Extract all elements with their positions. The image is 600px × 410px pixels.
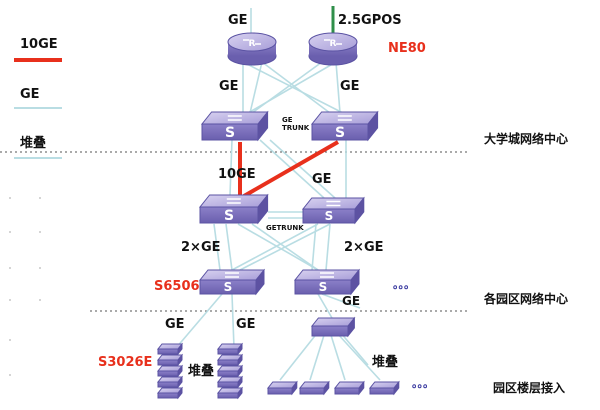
label-s3026e: S3026E bbox=[98, 355, 152, 370]
ellipsis-mid: 。。。 bbox=[393, 278, 415, 291]
legend-ge-label: GE bbox=[20, 87, 40, 102]
floor-switch-3 bbox=[333, 380, 365, 396]
access-stack-right-unit-2 bbox=[216, 353, 244, 367]
router-ne80-left-glyph: R bbox=[249, 39, 256, 49]
label-agg-ge: GE bbox=[312, 172, 332, 187]
router-ne80-right-glyph: R bbox=[330, 39, 337, 49]
label-ne80: NE80 bbox=[388, 41, 426, 56]
access-stack-left-unit-1 bbox=[156, 342, 184, 356]
label-ge-trunk-top-2: TRUNK bbox=[282, 124, 310, 132]
label-ge-trunk-mid: GETRUNK bbox=[266, 224, 304, 232]
label-campus-ge: GE bbox=[342, 294, 360, 308]
access-stack-left-unit-2 bbox=[156, 353, 184, 367]
legend-10ge-label: 10GE bbox=[20, 37, 58, 52]
core-switch-right-glyph: S bbox=[335, 125, 345, 141]
campus-switch-s6506-left: S bbox=[198, 268, 266, 296]
core-switch-left-glyph: S bbox=[225, 125, 235, 141]
floor-switch-1 bbox=[266, 380, 298, 396]
access-stack-left-unit-5 bbox=[156, 386, 184, 400]
label-2xge-left: 2×GE bbox=[181, 240, 221, 255]
label-access-ge-left: GE bbox=[165, 317, 185, 332]
access-stack-right-unit-1 bbox=[216, 342, 244, 356]
label-2-5gpos: 2.5GPOS bbox=[338, 13, 402, 28]
label-access-ge-right: GE bbox=[236, 317, 256, 332]
floor-switch-2 bbox=[298, 380, 330, 396]
zone-label-campus: 各园区网络中心 bbox=[483, 291, 568, 306]
core-switch-left: S bbox=[200, 110, 269, 142]
access-stack-right-unit-3 bbox=[216, 364, 244, 378]
core-switch-right: S bbox=[310, 110, 379, 142]
access-stack-right-unit-5 bbox=[216, 386, 244, 400]
router-ne80-right: R bbox=[308, 32, 358, 66]
label-core-ge-right: GE bbox=[340, 79, 360, 94]
campus-switch-s6506-left-glyph: S bbox=[224, 280, 233, 294]
tenge-link-cross bbox=[243, 140, 339, 198]
background-dots bbox=[9, 197, 41, 376]
zone-label-building-access: 园区楼层接入 bbox=[493, 380, 565, 395]
campus-switch-s6506-right-glyph: S bbox=[319, 280, 328, 294]
access-stack-left-unit-4 bbox=[156, 375, 184, 389]
label-10ge-link: 10GE bbox=[218, 167, 256, 182]
access-stack-right-unit-4 bbox=[216, 375, 244, 389]
agg-switch-right: S bbox=[301, 196, 365, 225]
label-stack-left: 堆叠 bbox=[188, 363, 214, 379]
legend-stack-label: 堆叠 bbox=[20, 135, 46, 151]
agg-switch-left-glyph: S bbox=[224, 208, 234, 224]
zone-label-university: 大学城网络中心 bbox=[484, 131, 568, 146]
edge-switch bbox=[310, 316, 356, 338]
agg-switch-left: S bbox=[198, 193, 269, 225]
label-stack-right: 堆叠 bbox=[372, 354, 398, 370]
label-s6506: S6506 bbox=[154, 279, 200, 294]
floor-switch-4 bbox=[368, 380, 400, 396]
access-stack-left-unit-3 bbox=[156, 364, 184, 378]
router-ne80-left: R bbox=[227, 32, 277, 66]
ellipsis-bottom: 。。。 bbox=[412, 377, 434, 390]
campus-switch-s6506-right: S bbox=[293, 268, 361, 296]
agg-switch-right-glyph: S bbox=[325, 209, 334, 223]
label-ge-trunk-top-1: GE bbox=[282, 116, 293, 124]
label-top-ge: GE bbox=[228, 13, 248, 28]
tenge-links bbox=[238, 140, 339, 198]
ge-links bbox=[175, 8, 381, 381]
label-2xge-right: 2×GE bbox=[344, 240, 384, 255]
label-core-ge-left: GE bbox=[219, 79, 239, 94]
devices: R R S S S S S S bbox=[156, 32, 400, 400]
